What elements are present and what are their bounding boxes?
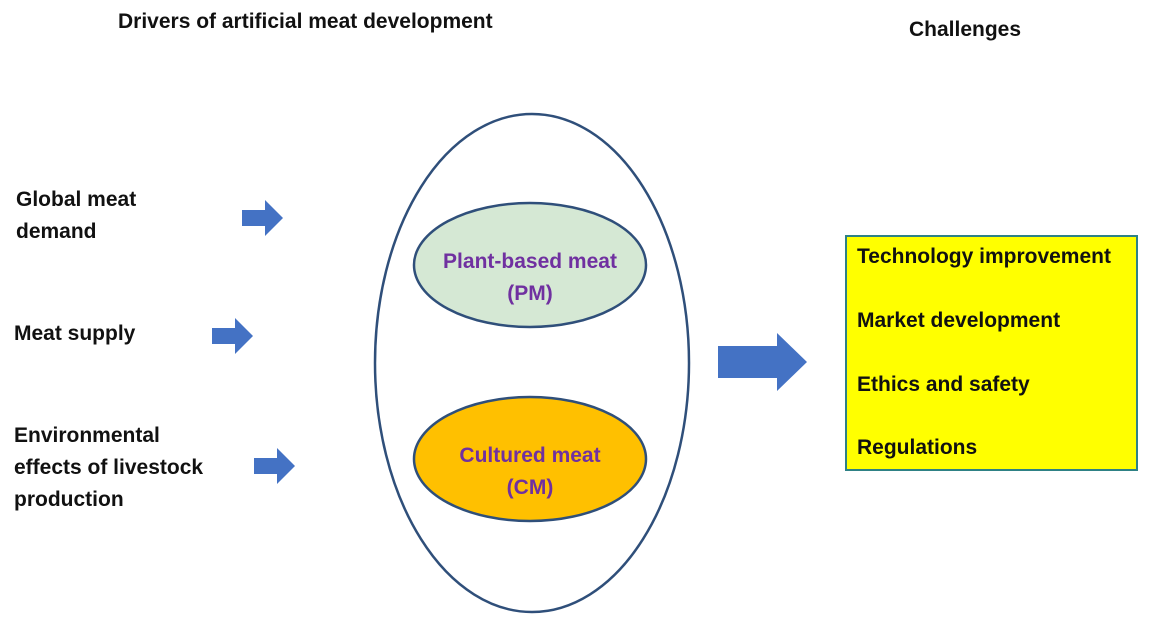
challenges-heading: Challenges — [909, 18, 1022, 41]
driver-line: Meat supply — [14, 322, 136, 345]
cm-abbrev: (CM) — [506, 476, 554, 499]
artificial-meat-outline — [373, 112, 691, 614]
challenge-item: Regulations — [857, 436, 978, 459]
driver-global-meat-demand: Global meat demand — [16, 184, 136, 248]
arrow-icon — [718, 333, 807, 391]
cultured-meat-ellipse — [412, 395, 648, 523]
drivers-heading: Drivers of artificial meat development — [118, 10, 493, 33]
arrow-icon — [254, 448, 295, 484]
arrow-icon — [212, 318, 253, 354]
driver-line: Environmental — [14, 424, 160, 447]
challenge-item: Ethics and safety — [857, 373, 1030, 396]
driver-line: demand — [16, 220, 97, 243]
driver-line: Global meat — [16, 188, 137, 211]
plant-based-meat-label: Plant-based meat (PM) — [413, 246, 647, 310]
challenge-item: Technology improvement — [857, 245, 1111, 268]
driver-line: effects of livestock — [14, 456, 204, 479]
challenges-box: Technology improvement Market developmen… — [845, 235, 1138, 471]
challenge-item: Market development — [857, 309, 1061, 332]
plant-based-meat-ellipse — [412, 201, 648, 329]
pm-abbrev: (PM) — [507, 282, 553, 305]
cm-name: Cultured meat — [459, 444, 601, 467]
driver-environmental-effects: Environmental effects of livestock produ… — [14, 420, 203, 516]
pm-name: Plant-based meat — [443, 250, 617, 273]
cultured-meat-label: Cultured meat (CM) — [413, 440, 647, 504]
driver-line: production — [14, 488, 124, 511]
driver-meat-supply: Meat supply — [14, 318, 135, 350]
arrow-icon — [242, 200, 283, 236]
